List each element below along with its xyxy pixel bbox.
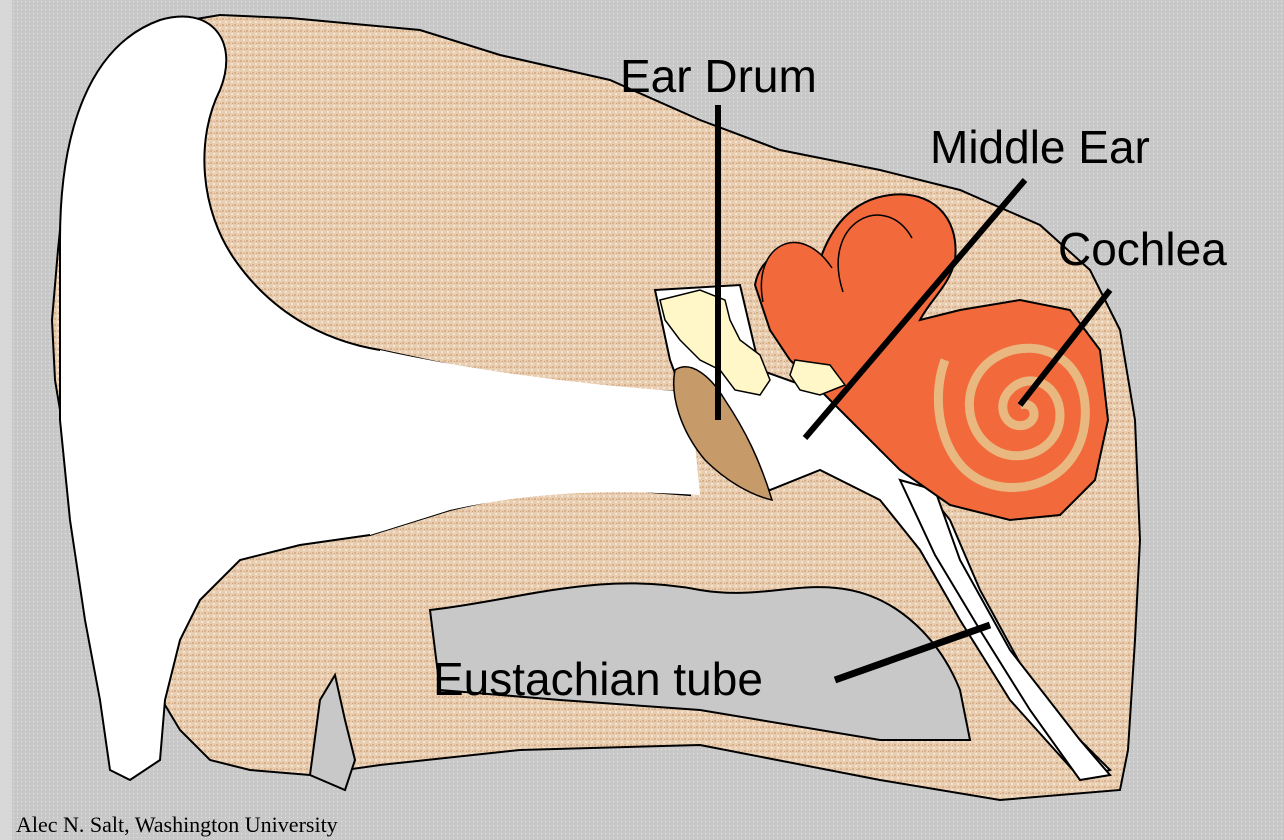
label-cochlea: Cochlea bbox=[1058, 223, 1227, 275]
label-ear-drum: Ear Drum bbox=[620, 50, 817, 102]
label-eustachian-tube: Eustachian tube bbox=[433, 653, 763, 705]
label-middle-ear: Middle Ear bbox=[930, 121, 1150, 173]
left-border bbox=[0, 0, 12, 840]
credit-line: Alec N. Salt, Washington University bbox=[16, 812, 338, 837]
